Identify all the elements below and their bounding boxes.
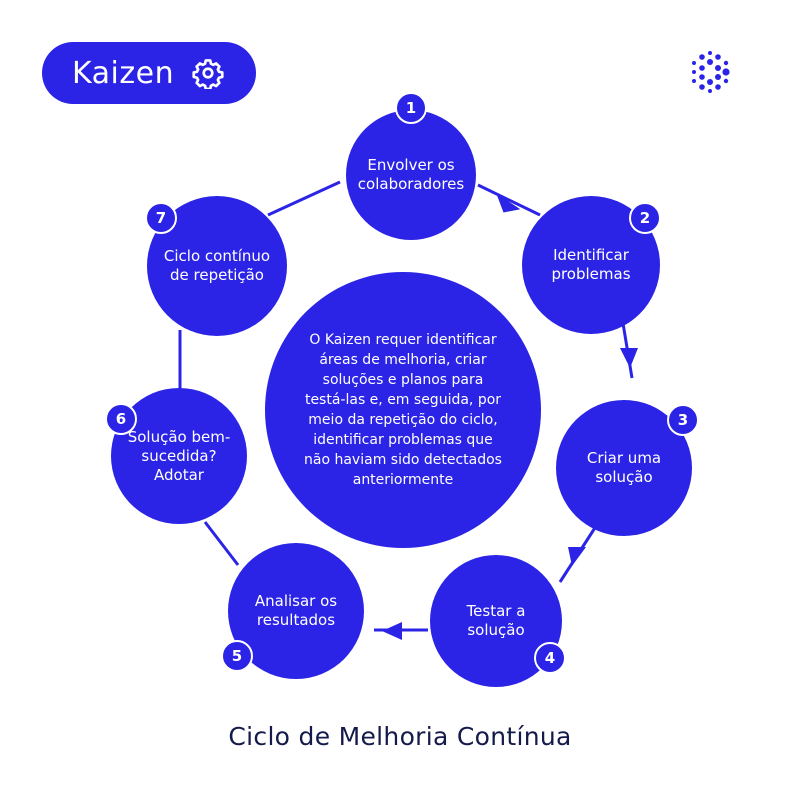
step-label: Testar a solução [466, 602, 526, 639]
step-label: Ciclo contínuo de repetição [163, 247, 271, 284]
step-number-badge: 4 [534, 642, 566, 674]
diagram-title: Ciclo de Melhoria Contínua [228, 722, 572, 751]
flow-arrows [382, 192, 638, 640]
step-number-badge: 3 [667, 404, 699, 436]
center-description: O Kaizen requer identificar áreas de mel… [304, 332, 502, 488]
step-node-7: Ciclo contínuo de repetição [147, 196, 287, 336]
gear-icon [192, 59, 224, 89]
step-node-6: Solução bem- sucedida? Adotar [111, 388, 247, 524]
step-label: Envolver os colaboradores [357, 156, 465, 193]
step-number-badge: 2 [629, 202, 661, 234]
step-label: Identificar problemas [551, 246, 631, 283]
step-label: Solução bem- sucedida? Adotar [127, 427, 231, 484]
step-number-badge: 7 [145, 202, 177, 234]
step-number-badge: 5 [221, 640, 253, 672]
arrow-icon [620, 348, 638, 368]
center-description-circle: O Kaizen requer identificar áreas de mel… [265, 272, 541, 548]
step-label: Analisar os resultados [254, 592, 338, 629]
arrow-icon [496, 192, 521, 213]
header-title: Kaizen [72, 55, 175, 91]
arrow-icon [568, 547, 586, 566]
dot-grid-logo-icon [692, 51, 730, 93]
step-label: Criar uma solução [586, 449, 662, 486]
step-number-badge: 1 [395, 92, 427, 124]
arrow-icon [382, 622, 402, 640]
step-number-badge: 6 [105, 403, 137, 435]
kaizen-title-badge: Kaizen [42, 42, 256, 104]
step-node-1: Envolver os colaboradores [346, 110, 476, 240]
